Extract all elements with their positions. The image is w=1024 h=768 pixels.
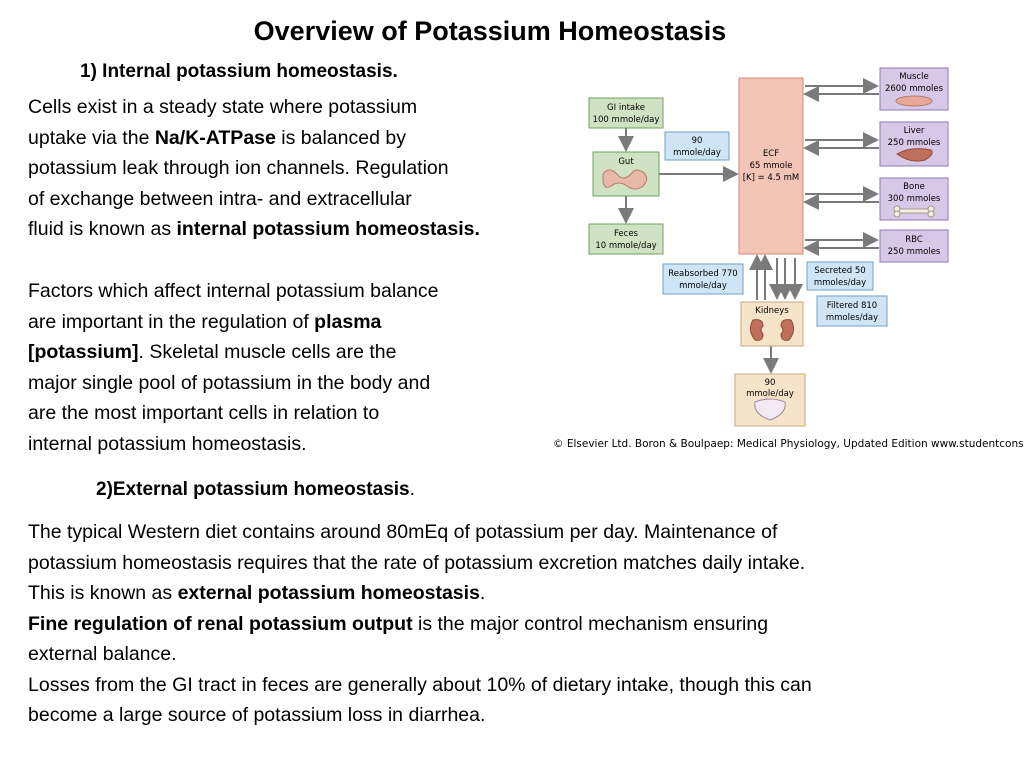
- svg-text:2600 mmoles: 2600 mmoles: [885, 84, 944, 94]
- svg-text:mmoles/day: mmoles/day: [826, 313, 878, 323]
- section1-paragraph2: Factors which affect internal potassium …: [28, 276, 528, 459]
- text-line: of exchange between intra- and extracell…: [28, 187, 412, 210]
- text-line: internal potassium homeostasis.: [28, 432, 307, 455]
- svg-text:mmole/day: mmole/day: [746, 389, 794, 399]
- svg-text:Kidneys: Kidneys: [755, 306, 789, 316]
- svg-text:Bone: Bone: [903, 182, 925, 192]
- svg-text:250 mmoles: 250 mmoles: [888, 247, 941, 257]
- svg-text:mmoles/day: mmoles/day: [814, 278, 866, 288]
- bone-icon: [897, 208, 931, 214]
- page-title: Overview of Potassium Homeostasis: [253, 16, 727, 46]
- gi-intake-box: GI intake 100 mmole/day: [588, 97, 664, 129]
- svg-text:250 mmoles: 250 mmoles: [888, 138, 941, 148]
- rbc-box: RBC 250 mmoles: [879, 229, 949, 263]
- ecf-box: ECF 65 mmole [K] = 4.5 mM: [738, 77, 804, 255]
- bladder-icon: [754, 398, 786, 421]
- liver-icon: [896, 148, 933, 162]
- kidney-icon: [749, 319, 764, 341]
- kidney-icon: [780, 319, 795, 341]
- text-line: This is known as external potassium home…: [28, 582, 486, 604]
- urine-box: 90 mmole/day: [734, 373, 806, 427]
- text-line: Losses from the GI tract in feces are ge…: [28, 673, 812, 696]
- gut-box: Gut: [592, 151, 660, 197]
- svg-text:10 mmole/day: 10 mmole/day: [595, 241, 656, 251]
- text-line: [potassium]. Skeletal muscle cells are t…: [28, 341, 397, 363]
- text-line: uptake via the Na/K-ATPase is balanced b…: [28, 126, 406, 149]
- section2-heading: 2)External potassium homeostasis.: [96, 479, 415, 500]
- svg-text:Gut: Gut: [618, 157, 634, 167]
- section2-paragraph: The typical Western diet contains around…: [28, 517, 1008, 731]
- na-k-atpase-term: Na/K-ATPase: [154, 126, 276, 149]
- text-line: are important in the regulation of plasm…: [28, 310, 382, 333]
- svg-text:65 mmole: 65 mmole: [750, 161, 793, 171]
- muscle-box: Muscle 2600 mmoles: [879, 67, 949, 111]
- absorbed-label-box: 90 mmole/day: [664, 131, 730, 161]
- potassium-distribution-diagram: GI intake 100 mmole/day Gut 90 mmole/day…: [588, 67, 949, 427]
- section1-paragraph1: Cells exist in a steady state where pota…: [28, 92, 558, 245]
- liver-box: Liver 250 mmoles: [879, 121, 949, 167]
- svg-text:RBC: RBC: [905, 235, 923, 245]
- svg-text:Secreted 50: Secreted 50: [814, 266, 865, 276]
- filtered-label-box: Filtered 810 mmoles/day: [816, 295, 888, 327]
- svg-text:300 mmoles: 300 mmoles: [888, 194, 941, 204]
- fine-regulation-term: Fine regulation of renal potassium outpu…: [28, 612, 413, 635]
- renal-arrows: [749, 254, 803, 374]
- svg-text:GI intake: GI intake: [607, 103, 645, 113]
- text-line: external balance.: [28, 643, 177, 665]
- external-homeostasis-term: external potassium homeostasis: [177, 582, 480, 604]
- svg-text:Reabsorbed 770: Reabsorbed 770: [668, 269, 737, 279]
- muscle-icon: [895, 95, 933, 107]
- text-line: fluid is known as internal potassium hom…: [28, 218, 480, 240]
- kidneys-box: Kidneys: [740, 301, 804, 347]
- svg-text:Filtered 810: Filtered 810: [827, 301, 877, 311]
- feces-box: Feces 10 mmole/day: [588, 223, 664, 255]
- text-line: Factors which affect internal potassium …: [28, 280, 439, 302]
- text-line: major single pool of potassium in the bo…: [28, 371, 431, 394]
- text-line: Cells exist in a steady state where pota…: [28, 96, 418, 118]
- svg-text:Liver: Liver: [904, 126, 925, 136]
- tissue-exchange-arrows: [803, 78, 879, 256]
- svg-text:ECF: ECF: [763, 149, 779, 159]
- secreted-label-box: Secreted 50 mmoles/day: [806, 261, 874, 291]
- image-credit: © Elsevier Ltd. Boron & Boulpaep: Medica…: [553, 438, 1024, 450]
- potassium-term: [potassium]: [28, 341, 139, 363]
- plasma-term: plasma: [314, 310, 382, 333]
- svg-text:Muscle: Muscle: [899, 72, 928, 82]
- svg-text:[K] = 4.5 mM: [K] = 4.5 mM: [743, 173, 800, 183]
- svg-text:mmole/day: mmole/day: [673, 148, 721, 158]
- svg-text:100 mmole/day: 100 mmole/day: [593, 115, 660, 125]
- text-line: potassium homeostasis requires that the …: [28, 551, 806, 574]
- internal-homeostasis-term: internal potassium homeostasis.: [176, 218, 480, 240]
- svg-text:90: 90: [692, 136, 703, 146]
- section1-heading: 1) Internal potassium homeostasis.: [80, 61, 398, 82]
- text-line: become a large source of potassium loss …: [28, 704, 486, 726]
- text-line: Fine regulation of renal potassium outpu…: [28, 612, 769, 635]
- bone-box: Bone 300 mmoles: [879, 177, 949, 221]
- intestine-icon: [602, 169, 648, 190]
- text-line: The typical Western diet contains around…: [28, 521, 778, 543]
- svg-text:Feces: Feces: [614, 229, 639, 239]
- text-line: potassium leak through ion channels. Reg…: [28, 157, 449, 179]
- text-line: are the most important cells in relation…: [28, 402, 380, 424]
- svg-text:mmole/day: mmole/day: [679, 281, 727, 291]
- svg-text:90: 90: [765, 378, 776, 388]
- reabsorbed-label-box: Reabsorbed 770 mmole/day: [662, 263, 744, 295]
